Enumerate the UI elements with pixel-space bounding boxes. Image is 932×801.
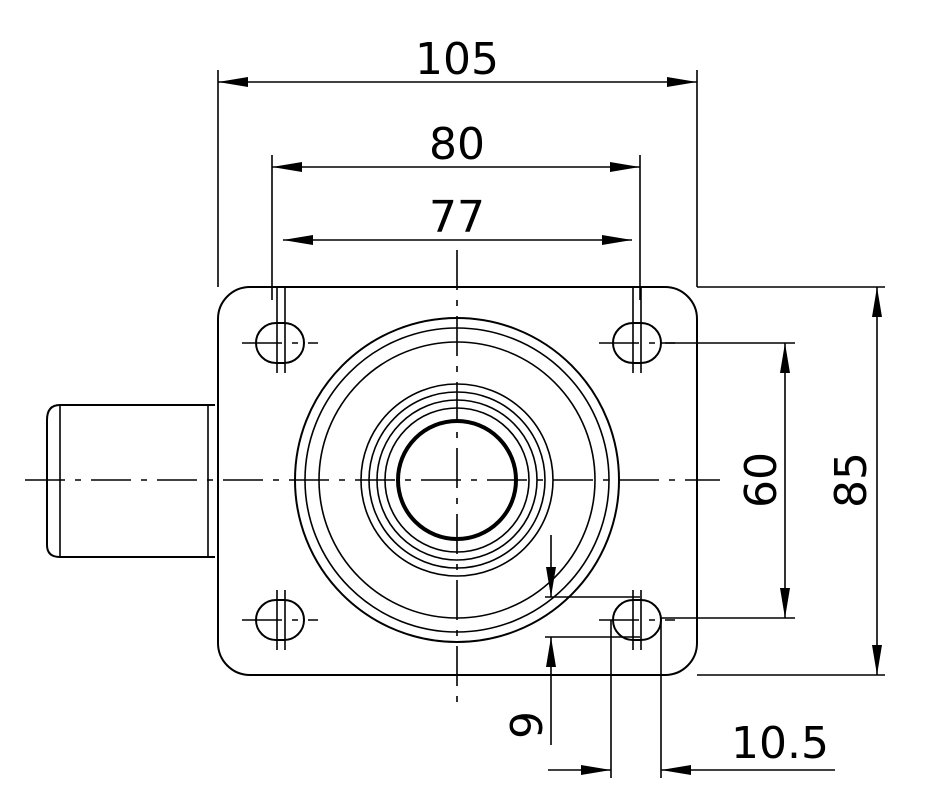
dimension-85: 85 [826, 452, 877, 508]
dimension-lines [218, 81, 878, 771]
wheel-side-stem [46, 404, 215, 558]
mounting-hole [242, 288, 318, 373]
mounting-hole [242, 590, 318, 650]
dimension-9: 9 [502, 711, 553, 739]
mounting-holes [242, 288, 675, 650]
dimension-60: 60 [736, 452, 787, 508]
dimension-77: 77 [429, 192, 485, 243]
arrowheads [218, 77, 882, 775]
dimension-10-5: 10.5 [731, 718, 829, 769]
dimension-80: 80 [429, 119, 485, 170]
bearing-rings [294, 317, 620, 643]
extension-lines [217, 70, 885, 778]
mounting-hole [599, 288, 675, 373]
dimension-105: 105 [415, 34, 499, 85]
